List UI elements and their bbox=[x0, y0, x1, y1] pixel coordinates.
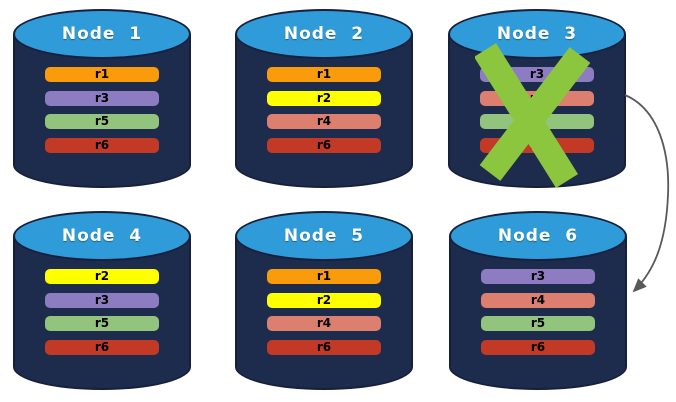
replica-list: r1 r3 r5 r6 bbox=[45, 67, 159, 161]
node-label: Node 2 bbox=[283, 24, 365, 44]
replica-bar-r3: r3 bbox=[45, 292, 159, 308]
replica-bar-r4: r4 bbox=[267, 114, 381, 129]
node-label: Node 5 bbox=[283, 226, 365, 246]
database-node-4: Node 4 r2 r3 r5 r6 bbox=[13, 211, 191, 390]
cylinder-top: Node 3 bbox=[448, 9, 626, 59]
replica-bar-r4: r4 bbox=[267, 316, 381, 331]
replica-list: r3 r4 r5 r6 bbox=[481, 269, 595, 363]
database-node-1: Node 1 r1 r3 r5 r6 bbox=[13, 9, 191, 188]
replica-label: r2 bbox=[316, 292, 332, 307]
replica-label: r3 bbox=[530, 269, 546, 283]
replica-label: r5 bbox=[94, 316, 110, 330]
replica-label: r4 bbox=[316, 316, 332, 330]
failure-x-icon bbox=[475, 43, 591, 188]
replica-label: r6 bbox=[316, 137, 332, 152]
replica-label: r3 bbox=[529, 67, 545, 81]
replica-label: r6 bbox=[94, 137, 110, 152]
node-label: Node 4 bbox=[61, 226, 143, 246]
cylinder-body bbox=[13, 34, 191, 188]
node-label: Node 6 bbox=[497, 226, 579, 246]
replica-bar-r1: r1 bbox=[267, 269, 381, 284]
database-node-6: Node 6 r3 r4 r5 r6 bbox=[449, 211, 627, 390]
replica-bar-r6: r6 bbox=[267, 339, 381, 355]
replica-label: r4 bbox=[316, 114, 332, 128]
cylinder-body bbox=[449, 236, 627, 390]
replica-bar-r6: r6 bbox=[267, 137, 381, 153]
replica-bar-r5: r5 bbox=[45, 316, 159, 331]
replica-label: r4 bbox=[530, 292, 546, 307]
replica-bar-r5: r5 bbox=[45, 114, 159, 129]
cylinder-top: Node 4 bbox=[13, 211, 191, 261]
replica-list: r1 r2 r4 r6 bbox=[267, 67, 381, 161]
replica-label: r3 bbox=[94, 292, 110, 307]
replica-label: r1 bbox=[316, 67, 332, 81]
replica-bar-r3: r3 bbox=[45, 90, 159, 106]
replica-bar-r6: r6 bbox=[45, 339, 159, 355]
replica-label: r3 bbox=[94, 90, 110, 105]
replica-list: r2 r3 r5 r6 bbox=[45, 269, 159, 363]
database-node-5: Node 5 r1 r2 r4 r6 bbox=[235, 211, 413, 390]
replica-label: r6 bbox=[530, 339, 546, 354]
replica-bar-r2: r2 bbox=[45, 269, 159, 284]
replica-label: r6 bbox=[94, 339, 110, 354]
replica-label: r6 bbox=[316, 339, 332, 354]
cylinder-top: Node 6 bbox=[449, 211, 627, 261]
cylinder-top: Node 5 bbox=[235, 211, 413, 261]
cylinder-body bbox=[235, 34, 413, 188]
database-node-2: Node 2 r1 r2 r4 r6 bbox=[235, 9, 413, 188]
node-label: Node 1 bbox=[61, 24, 143, 44]
replica-bar-r6: r6 bbox=[45, 137, 159, 153]
replica-label: r1 bbox=[316, 269, 332, 283]
cylinder-top: Node 2 bbox=[235, 9, 413, 59]
replica-bar-r1: r1 bbox=[45, 67, 159, 82]
replica-bar-r6: r6 bbox=[481, 339, 595, 355]
transfer-arrow-icon bbox=[624, 94, 670, 293]
replica-label: r2 bbox=[316, 90, 332, 105]
cylinder-body bbox=[13, 236, 191, 390]
replica-bar-r1: r1 bbox=[267, 67, 381, 82]
replica-label: r5 bbox=[94, 114, 110, 128]
replica-bar-r4: r4 bbox=[481, 292, 595, 308]
node-label: Node 3 bbox=[496, 24, 578, 44]
replica-bar-r2: r2 bbox=[267, 292, 381, 308]
replica-label: r1 bbox=[94, 67, 110, 81]
replica-list: r1 r2 r4 r6 bbox=[267, 269, 381, 363]
cylinder-body bbox=[235, 236, 413, 390]
cylinder-top: Node 1 bbox=[13, 9, 191, 59]
replica-label: r2 bbox=[94, 269, 110, 283]
replica-label: r5 bbox=[530, 316, 546, 330]
replica-bar-r5: r5 bbox=[481, 316, 595, 331]
replica-bar-r3: r3 bbox=[481, 269, 595, 284]
replica-bar-r2: r2 bbox=[267, 90, 381, 106]
